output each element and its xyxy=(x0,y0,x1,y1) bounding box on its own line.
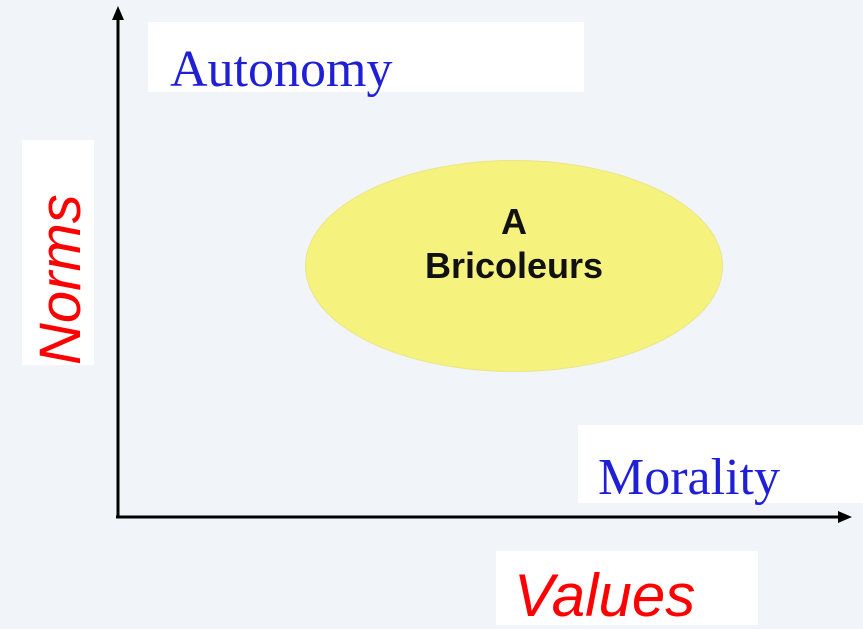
bricoleurs-ellipse xyxy=(305,160,723,372)
values-axis-label: Values xyxy=(514,562,696,629)
values-label-box xyxy=(496,551,758,625)
morality-label: Morality xyxy=(598,449,780,506)
bubble-line-2: Bricoleurs xyxy=(424,245,604,286)
bubble-line-1: A xyxy=(501,201,527,242)
norms-label-box xyxy=(22,140,94,365)
bricoleurs-text: A Bricoleurs xyxy=(305,200,723,288)
morality-label-box xyxy=(578,425,863,503)
x-axis-arrow-icon xyxy=(838,511,852,523)
norms-axis-label: Norms xyxy=(28,194,93,365)
autonomy-label: Autonomy xyxy=(170,41,393,98)
autonomy-label-box xyxy=(148,22,584,92)
y-axis-arrow-icon xyxy=(112,6,124,20)
